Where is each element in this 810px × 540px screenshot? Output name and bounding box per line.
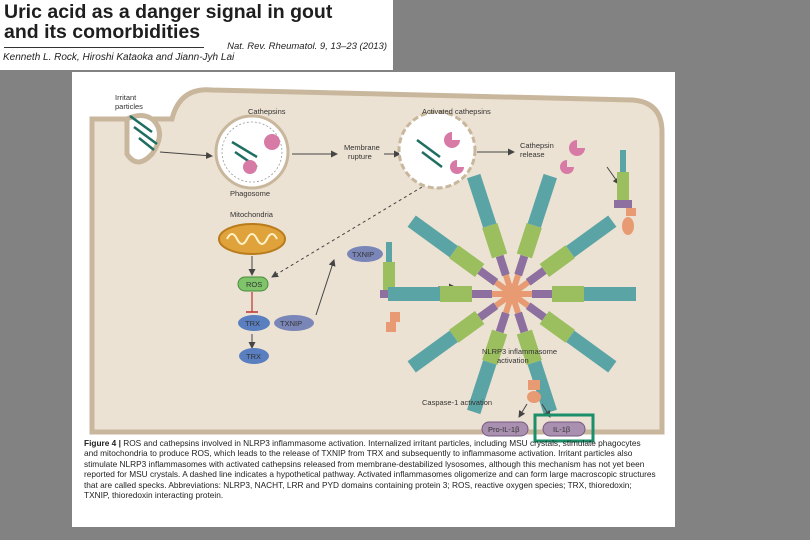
nlrp3-oligomer-arm: [467, 173, 513, 288]
label-membrane-2: rupture: [348, 152, 372, 161]
label-irritant-2: particles: [115, 102, 143, 111]
label-phagosome: Phagosome: [230, 189, 270, 198]
label-trx-free: TRX: [246, 352, 261, 361]
citation-rule: [4, 47, 204, 48]
title-panel: Uric acid as a danger signal in gout and…: [0, 0, 393, 70]
label-nlrp3-1: NLRP3 inflammasome: [482, 347, 557, 356]
nlrp3-monomer-right: [614, 150, 636, 235]
cathepsin-icon: [560, 160, 574, 174]
label-cathepsin-1: Cathepsin: [520, 141, 554, 150]
authors: Kenneth L. Rock, Hiroshi Kataoka and Jia…: [3, 52, 235, 63]
figure-panel: Irritant particles Cathepsins Phagosome …: [72, 72, 675, 527]
label-il1b: IL-1β: [553, 425, 571, 434]
caspase-icon: [527, 380, 541, 403]
trx-free: TRX: [239, 348, 269, 364]
il1b-pill: IL-1β: [542, 421, 586, 437]
label-irritant-1: Irritant: [115, 93, 137, 102]
nlrp3-oligomer-arm: [467, 300, 513, 415]
label-pro-il1b: Pro-IL-1β: [488, 425, 520, 434]
label-mitochondria: Mitochondria: [230, 210, 274, 219]
nlrp3-oligomer-arm: [511, 300, 557, 415]
nlrp3-oligomer-arm: [388, 286, 504, 302]
label-cathepsin-2: release: [520, 150, 545, 159]
cathepsin-icon: [569, 140, 585, 156]
irritant-particles: [129, 114, 158, 151]
citation: Nat. Rev. Rheumatol. 9, 13–23 (2013): [227, 41, 387, 52]
pathway-diagram: Irritant particles Cathepsins Phagosome …: [89, 87, 665, 443]
inflammasome-speck: [388, 173, 636, 415]
figure-caption: Figure 4 | ROS and cathepsins involved i…: [84, 438, 656, 500]
trx-txnip-complex: TRX TXNIP: [238, 315, 314, 331]
caption-label: Figure 4 |: [84, 438, 121, 448]
mitochondria-icon: [218, 223, 286, 255]
label-txnip-free: TXNIP: [352, 250, 374, 259]
ros-pill: ROS: [237, 276, 269, 292]
nlrp3-oligomer-arm: [520, 286, 636, 302]
nlrp3-oligomer-arm: [511, 173, 557, 288]
pro-il1b-pill: Pro-IL-1β: [481, 421, 529, 437]
caption-text: ROS and cathepsins involved in NLRP3 inf…: [84, 438, 656, 501]
ruptured-phagosome: [397, 110, 477, 190]
highlight-box: [533, 413, 595, 443]
nlrp3-oligomer-arm: [516, 296, 617, 373]
speck-core: [502, 284, 522, 304]
label-caspase: Caspase-1 activation: [422, 398, 492, 407]
slide-title-line-1: Uric acid as a danger signal in gout: [4, 1, 333, 23]
nlrp3-oligomer-arm: [407, 296, 508, 373]
phagosome: [214, 114, 290, 190]
label-membrane-1: Membrane: [344, 143, 380, 152]
label-trx: TRX: [245, 319, 260, 328]
label-activated-cathepsins: Activated cathepsins: [422, 107, 491, 116]
label-txnip: TXNIP: [280, 319, 302, 328]
txnip-free: TXNIP: [347, 246, 383, 262]
label-cathepsins: Cathepsins: [248, 107, 286, 116]
label-ros: ROS: [246, 280, 262, 289]
slide-title: Uric acid as a danger signal in gout and…: [4, 2, 332, 42]
nlrp3-oligomer-arm: [407, 215, 508, 292]
hypothetical-pathway: [271, 186, 423, 278]
label-nlrp3-2: activation: [497, 356, 529, 365]
slide-title-line-2: and its comorbidities: [4, 21, 201, 43]
